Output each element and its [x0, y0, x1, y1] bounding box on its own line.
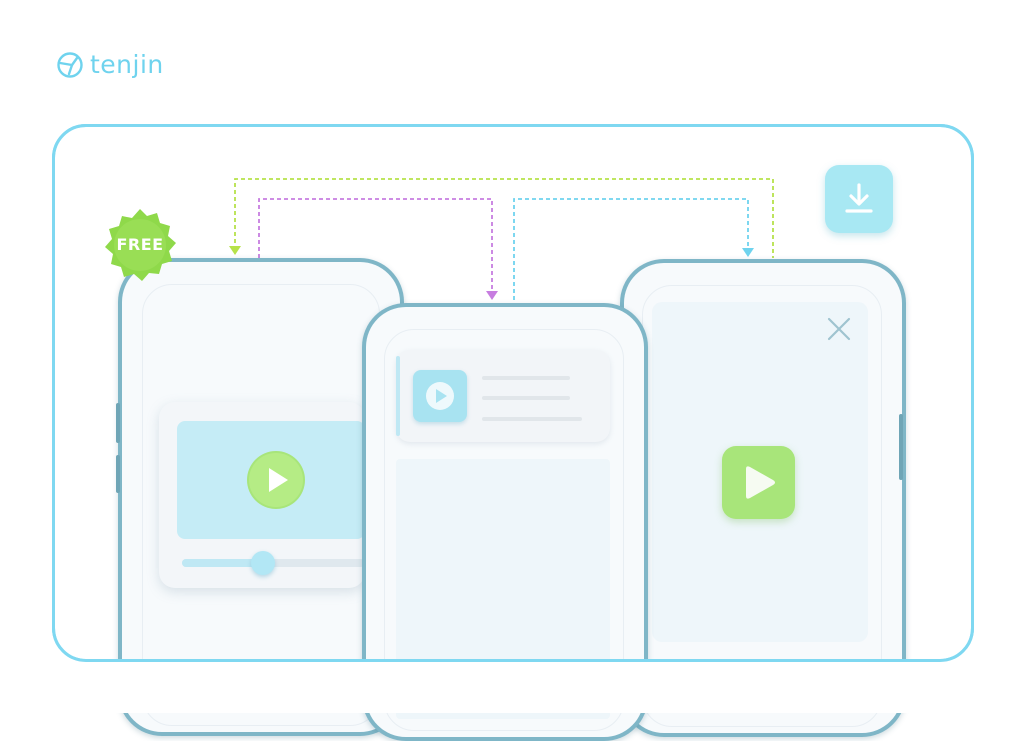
download-icon: [845, 183, 873, 213]
free-badge: FREE: [102, 207, 178, 283]
badge-burst-icon: [105, 209, 176, 281]
free-badge-label: FREE: [116, 235, 164, 254]
play-icon: [746, 466, 775, 499]
frame-bottom-mask: [0, 659, 1024, 713]
illustration-stage: FREE: [102, 165, 906, 741]
native-ad-accent: [396, 356, 400, 436]
native-ad-thumbnail[interactable]: [413, 370, 467, 422]
connector-cyan: [513, 198, 749, 300]
ad-play-button[interactable]: [722, 446, 795, 519]
close-icon[interactable]: [827, 317, 851, 341]
right-phone-side-button: [899, 414, 903, 480]
tenjin-logo-icon: [57, 52, 83, 78]
connector-green: [234, 178, 774, 258]
progress-fill: [182, 559, 264, 567]
brand-name: tenjin: [90, 50, 164, 79]
tenjin-logo: tenjin: [56, 50, 164, 80]
flow-connectors: [229, 178, 774, 300]
native-ad-text-line: [482, 376, 570, 380]
play-icon: [426, 382, 454, 410]
right-phone: [620, 259, 906, 737]
left-phone-side-buttons: [116, 403, 120, 443]
native-ad-text-line: [482, 417, 582, 421]
play-icon[interactable]: [246, 450, 306, 510]
progress-handle[interactable]: [251, 551, 275, 575]
download-button[interactable]: [825, 165, 893, 233]
connector-purple: [258, 198, 493, 292]
native-ad-text-line: [482, 396, 570, 400]
left-phone-side-button-2: [116, 455, 120, 493]
